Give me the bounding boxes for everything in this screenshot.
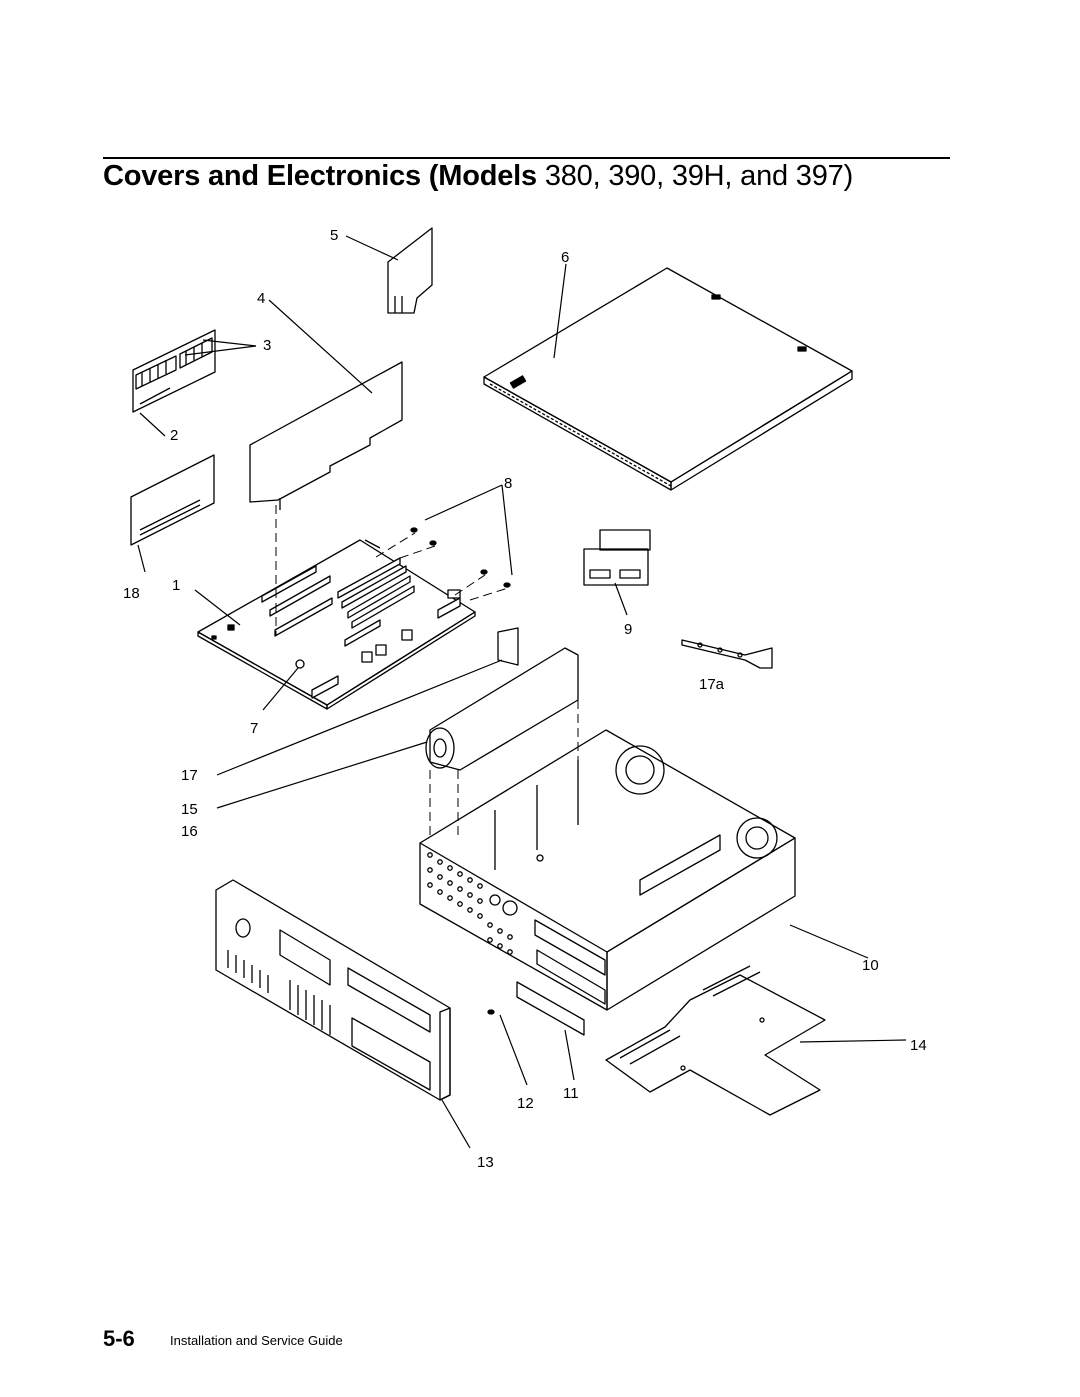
part-4-adapter-card [249, 361, 403, 510]
callout-11: 11 [563, 1085, 579, 1102]
part-7-standoff [497, 627, 519, 666]
part-12-screw [487, 1009, 495, 1015]
title-rule [103, 157, 950, 159]
callout-7: 7 [250, 720, 258, 737]
callout-12: 12 [517, 1095, 534, 1112]
callout-17a: 17a [699, 676, 725, 693]
part-11-plate [516, 981, 585, 1036]
callout-10: 10 [862, 957, 879, 974]
callout-15: 15 [181, 801, 198, 818]
title-bold-part: Covers and Electronics (Models [103, 160, 537, 192]
callout-1: 1 [172, 577, 180, 594]
alignment-dashed-lines [275, 505, 579, 840]
part-3-memory-modules [132, 329, 216, 413]
part-2-small-board [130, 454, 215, 546]
leader-lines [137, 235, 907, 1149]
callout-14: 14 [910, 1037, 927, 1054]
part-6-top-cover [483, 267, 853, 491]
chassis-vent-holes [427, 852, 518, 955]
callout-17: 17 [181, 767, 198, 784]
callout-labels: 1 2 3 4 5 6 7 8 9 10 11 12 13 14 15 16 1… [123, 227, 927, 1171]
chassis-base [419, 729, 796, 1011]
callout-6: 6 [561, 249, 569, 266]
callout-5: 5 [330, 227, 338, 244]
page-number: 5-6 [103, 1326, 135, 1351]
callout-18: 18 [123, 585, 140, 602]
part-15-fan-duct [425, 647, 579, 771]
part-8-screws [410, 527, 511, 588]
part-13-front-bezel [215, 879, 451, 1101]
callout-3: 3 [263, 337, 271, 354]
callout-2: 2 [170, 427, 178, 444]
part-9-bracket [583, 529, 651, 586]
callout-4: 4 [257, 290, 265, 307]
book-title: Installation and Service Guide [170, 1333, 343, 1348]
callout-16: 16 [181, 823, 198, 840]
page-title: Covers and Electronics (Models 380, 390,… [103, 160, 853, 193]
title-models-part: 380, 390, 39H, and 397) [536, 160, 854, 192]
callout-9: 9 [624, 621, 632, 638]
part-5-riser-card [387, 227, 433, 314]
part-14-insulator [605, 965, 826, 1116]
callout-13: 13 [477, 1154, 494, 1171]
callout-8: 8 [504, 475, 512, 492]
part-17a-bracket [681, 639, 773, 669]
